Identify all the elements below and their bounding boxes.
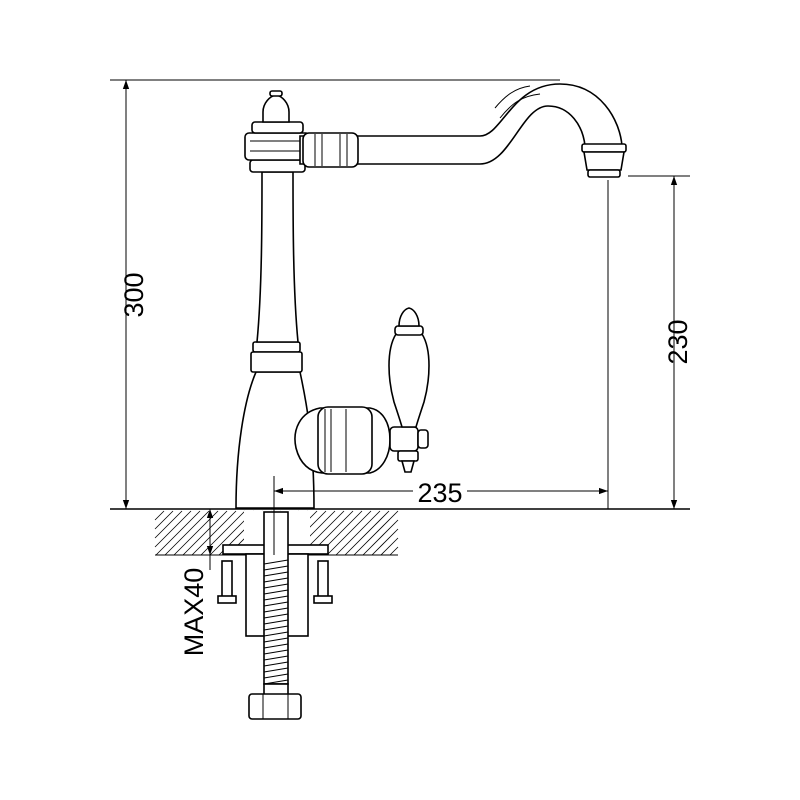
- valve-cap: [317, 406, 373, 475]
- thread-line: [263, 559, 289, 565]
- faucet-column: [256, 171, 299, 343]
- hatch-line: [191, 510, 237, 556]
- thread-line: [263, 649, 289, 655]
- thread-line: [263, 571, 289, 577]
- base-ring-lower: [250, 351, 303, 373]
- thread-line: [263, 643, 289, 649]
- mounting-stud-left: [221, 560, 233, 599]
- thread-line: [263, 637, 289, 643]
- thread-line: [263, 631, 289, 637]
- total-height-label: 300: [119, 272, 149, 317]
- mounting-stud-right: [317, 560, 329, 599]
- column-collar-bottom: [249, 159, 306, 173]
- collar-top-ring: [251, 121, 304, 134]
- dimension-labels: 235 300 230 MAX40: [119, 272, 693, 656]
- spout-sleeve: [302, 132, 359, 168]
- thread-line: [263, 595, 289, 601]
- stud-nut-left: [217, 595, 237, 604]
- spout-reach-label: 235: [417, 478, 462, 508]
- finial-knob: [262, 94, 290, 123]
- spout-height-label: 230: [663, 319, 693, 364]
- hatch-line: [164, 510, 210, 556]
- mounting-hardware: [217, 511, 333, 720]
- thread-line: [263, 577, 289, 583]
- hatch-line: [154, 510, 183, 539]
- countertop-section: [110, 508, 690, 556]
- hatch-line: [335, 510, 381, 556]
- lever-hub-cap: [417, 429, 429, 449]
- hatch-line: [326, 510, 372, 556]
- hatch-line: [182, 510, 228, 556]
- hatch-line: [155, 510, 201, 556]
- finial-tip: [269, 90, 283, 97]
- max-thickness-label: MAX40: [179, 568, 209, 657]
- thread-line: [263, 613, 289, 619]
- aerator-ring: [581, 143, 627, 153]
- spout-bend-line: [499, 93, 541, 119]
- lever-grip-collar: [394, 325, 424, 336]
- hatch-line: [154, 510, 174, 530]
- hatch-line: [173, 510, 219, 556]
- lever-hub: [389, 426, 419, 452]
- thread-line: [263, 625, 289, 631]
- hatch-line: [154, 510, 192, 548]
- thread-line: [263, 565, 289, 571]
- thread-line: [263, 667, 289, 673]
- thread-line: [263, 589, 289, 595]
- thread-line: [263, 661, 289, 667]
- hose-nut: [248, 693, 302, 720]
- lever-top-knob: [398, 307, 420, 327]
- thread-line: [263, 673, 289, 679]
- aerator-outlet: [587, 169, 621, 178]
- stud-nut-right: [313, 595, 333, 604]
- thread-line: [263, 655, 289, 661]
- aerator: [583, 151, 625, 171]
- hatch-line: [380, 537, 399, 556]
- thread-line: [263, 601, 289, 607]
- label-background: [413, 477, 467, 507]
- spout-bend-line: [494, 85, 531, 109]
- base-ring-upper: [252, 341, 301, 353]
- lever-lower-ring: [397, 450, 419, 462]
- faucet-body: [235, 90, 315, 509]
- hatch-line: [371, 528, 399, 556]
- lever-lower-tip: [400, 460, 416, 473]
- thread-line: [263, 583, 289, 589]
- rod-thread: [263, 559, 289, 685]
- thread-line: [263, 619, 289, 625]
- lever-grip: [388, 333, 430, 428]
- lever-handle: [294, 307, 430, 475]
- hatch-line: [154, 510, 165, 521]
- faucet-spout: [299, 83, 627, 178]
- hatch-line: [389, 546, 399, 556]
- hatch-line: [362, 519, 399, 556]
- hatch-line: [353, 510, 399, 556]
- thread-line: [263, 607, 289, 613]
- hatch-line: [344, 510, 390, 556]
